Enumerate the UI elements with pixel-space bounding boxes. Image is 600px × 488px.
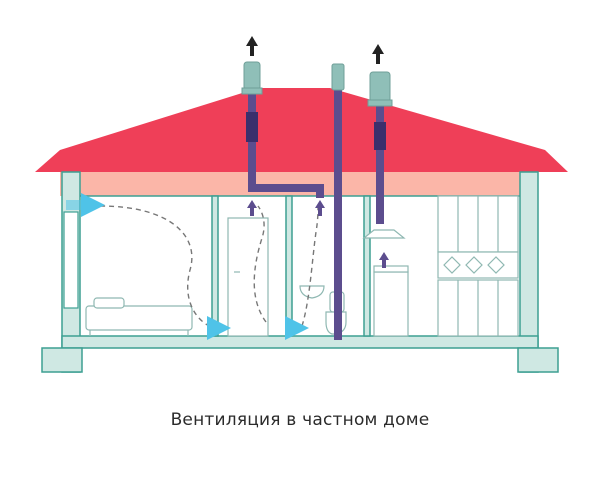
exhaust-duct-center (331, 63, 345, 340)
up-arrow-icon (372, 44, 384, 64)
caption: Вентиляция в частном доме (170, 410, 430, 430)
partition-bath (285, 195, 293, 337)
partition-kitchen (363, 195, 371, 337)
bed (85, 297, 193, 336)
ventilation-diagram (35, 36, 568, 373)
kitchen-cabinets (437, 195, 519, 337)
airflow-path-bath (253, 205, 267, 323)
left-foundation (41, 347, 83, 373)
airflow-path-bedroom (99, 205, 215, 329)
range-hood (362, 229, 406, 239)
exhaust-duct-right (367, 71, 393, 224)
up-arrow-icon (246, 36, 258, 56)
inflow-arrow-window (66, 193, 105, 217)
partition-bedroom (211, 195, 219, 337)
sink (299, 285, 325, 299)
up-arrow-icon (379, 252, 389, 268)
up-arrow-icon (247, 200, 257, 216)
interior-door (227, 217, 269, 337)
airflow-path-toilet (301, 205, 319, 327)
exhaust-duct-left (241, 61, 324, 198)
floor-slab (61, 335, 539, 349)
roof (35, 88, 568, 172)
up-arrow-icon (315, 200, 325, 216)
stove (373, 265, 409, 337)
right-foundation (517, 347, 559, 373)
left-window (63, 211, 79, 309)
